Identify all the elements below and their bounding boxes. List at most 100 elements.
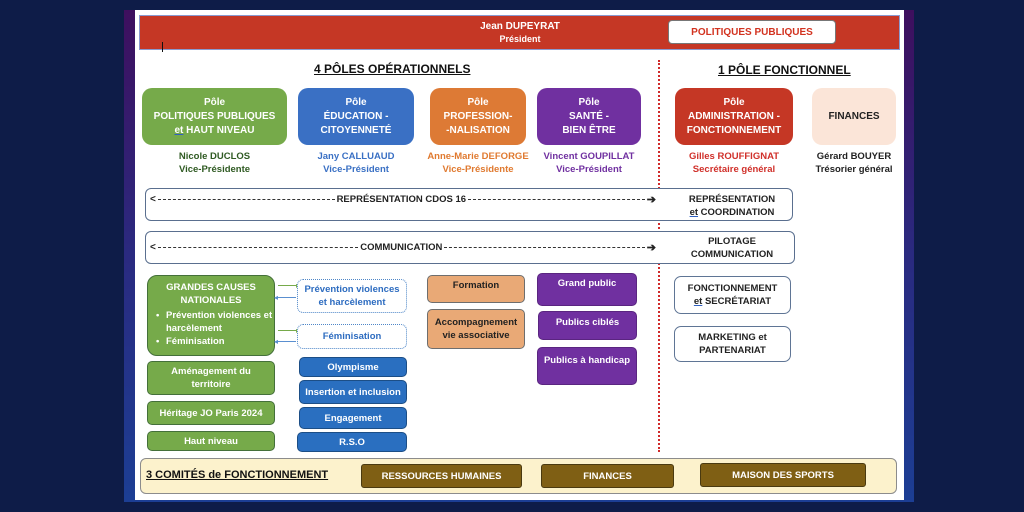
pole-person: Vincent GOUPILLAT Vice-Président: [530, 150, 648, 176]
linked-label: et harcèlement: [318, 297, 386, 308]
heritage-jo-paris-2024[interactable]: Héritage JO Paris 2024: [147, 401, 275, 425]
dash-line: [468, 199, 645, 200]
person-role: Trésorier général: [815, 164, 893, 175]
arrow-left-icon: ◂: [274, 294, 296, 302]
band-right-line: PILOTAGE: [708, 236, 756, 247]
gc-bullet-list: Prévention violences et harcèlement Fémi…: [148, 309, 274, 348]
engagement[interactable]: Engagement: [299, 407, 407, 429]
accompagnement-vie-associative[interactable]: Accompagnement vie associative: [427, 309, 525, 349]
fonctionnement-secretariat[interactable]: FONCTIONNEMENT et SECRÉTARIAT: [674, 276, 791, 314]
operational-poles-title: 4 PÔLES OPÉRATIONNELS: [314, 62, 471, 76]
pole-education-citoyennete[interactable]: Pôle ÉDUCATION - CITOYENNETÉ: [298, 88, 414, 145]
pole-label: Pôle: [345, 96, 367, 108]
person-role: Vice-Présidente: [178, 164, 251, 175]
band-right-line: REPRÉSENTATION: [688, 194, 776, 205]
pole-finances[interactable]: FINANCES: [812, 88, 896, 145]
person-name: Jany CALLUAUD: [317, 151, 395, 162]
president-role: Président: [499, 34, 541, 44]
committee-finances[interactable]: FINANCES: [541, 464, 674, 488]
communication-label: COMMUNICATION: [360, 242, 443, 253]
arrow-right-icon: ➔: [646, 242, 656, 254]
band-right-line: COORDINATION: [698, 207, 775, 218]
pole-name: FINANCES: [828, 110, 880, 122]
pole-professionnalisation[interactable]: Pôle PROFESSION- -NALISATION: [430, 88, 526, 145]
pole-sante-bien-etre[interactable]: Pôle SANTÉ - BIEN ÊTRE: [537, 88, 641, 145]
pole-label: Pôle: [203, 96, 226, 108]
grand-public[interactable]: Grand public: [537, 273, 637, 306]
president-name: Jean DUPEYRAT: [480, 21, 560, 32]
linked-label: Prévention violences: [304, 284, 400, 295]
feminisation-box[interactable]: Féminisation: [297, 324, 407, 349]
person-name: Gérard BOUYER: [816, 151, 892, 162]
pole-label: Pôle: [467, 96, 489, 108]
haut-niveau[interactable]: Haut niveau: [147, 431, 275, 451]
arrow-left-icon: <: [150, 194, 156, 205]
marketing-partenariat[interactable]: MARKETING et PARTENARIAT: [674, 326, 791, 362]
pole-label: Pôle: [578, 96, 600, 108]
functional-pole-title: 1 PÔLE FONCTIONNEL: [718, 63, 851, 77]
dash-line: [157, 247, 359, 248]
arrow-right-icon: ▸: [278, 327, 300, 335]
arrow-head: ◂: [274, 293, 279, 302]
communication-line: < COMMUNICATION ➔: [150, 241, 656, 254]
pole-label: Pôle: [723, 96, 745, 108]
gc-bullet: Prévention violences et harcèlement: [156, 309, 274, 335]
admin-label: MARKETING et: [698, 332, 767, 343]
arrow-left-icon: ◂: [274, 338, 296, 346]
pole-name: FONCTIONNEMENT: [686, 124, 782, 136]
band-right-prefix: et: [689, 207, 699, 218]
dash-line: [157, 199, 335, 200]
prevention-violences-box[interactable]: Prévention violences et harcèlement: [297, 279, 407, 313]
arrow-right-icon: ▸: [278, 282, 300, 290]
committee-ressources-humaines[interactable]: RESSOURCES HUMAINES: [361, 464, 522, 488]
text-cursor: [162, 42, 163, 52]
person-name: Gilles ROUFFIGNAT: [688, 151, 780, 162]
committees-title: 3 COMITÉS de FONCTIONNEMENT: [146, 469, 329, 481]
person-name: Nicole DUCLOS: [178, 151, 251, 162]
representation-label: REPRÉSENTATION CDOS 16: [336, 194, 467, 205]
representation-coordination: REPRÉSENTATION et COORDINATION: [673, 193, 791, 219]
dash-line: [444, 247, 645, 248]
arrow-head: ◂: [274, 337, 279, 346]
pole-name: ÉDUCATION -: [323, 110, 389, 122]
formation[interactable]: Formation: [427, 275, 525, 303]
gc-bullet: Féminisation: [156, 335, 274, 348]
person-role: Vice-Président: [323, 164, 389, 175]
arrow-right-icon: ➔: [646, 194, 656, 206]
amenagement-territoire[interactable]: Aménagement du territoire: [147, 361, 275, 395]
publics-cibles[interactable]: Publics ciblés: [538, 311, 637, 340]
pole-politiques-publiques[interactable]: Pôle POLITIQUES PUBLIQUES et HAUT NIVEAU: [142, 88, 287, 145]
representation-band: [145, 188, 793, 221]
publics-handicap[interactable]: Publics à handicap: [537, 347, 637, 385]
person-name: Anne-Marie DEFORGE: [427, 151, 529, 162]
pole-name: CITOYENNETÉ: [320, 124, 392, 136]
person-name: Vincent GOUPILLAT: [543, 151, 635, 162]
gc-title: GRANDES CAUSES: [166, 282, 256, 293]
pilotage-communication: PILOTAGE COMMUNICATION: [673, 235, 791, 261]
admin-label-prefix: et: [693, 296, 703, 307]
rso[interactable]: R.S.O: [297, 432, 407, 452]
committee-maison-des-sports[interactable]: MAISON DES SPORTS: [700, 463, 866, 487]
pole-person: Jany CALLUAUD Vice-Président: [290, 150, 422, 176]
olympisme[interactable]: Olympisme: [299, 357, 407, 377]
arrow-left-icon: <: [150, 242, 156, 253]
person-role: Vice-Présidente: [442, 164, 514, 175]
politiques-publiques-button[interactable]: POLITIQUES PUBLIQUES: [668, 20, 836, 44]
pole-name-prefix: et: [174, 124, 184, 136]
pole-name: BIEN ÊTRE: [562, 124, 616, 136]
insertion-inclusion[interactable]: Insertion et inclusion: [299, 380, 407, 404]
pole-name: POLITIQUES PUBLIQUES: [153, 110, 276, 122]
pole-administration-fonctionnement[interactable]: Pôle ADMINISTRATION - FONCTIONNEMENT: [675, 88, 793, 145]
person-role: Secrétaire général: [692, 164, 776, 175]
grandes-causes-nationales[interactable]: GRANDES CAUSES NATIONALES Prévention vio…: [147, 275, 275, 356]
pole-name: HAUT NIVEAU: [183, 124, 255, 136]
admin-label: PARTENARIAT: [699, 345, 766, 356]
pole-person: Anne-Marie DEFORGE Vice-Présidente: [420, 150, 536, 176]
admin-label: FONCTIONNEMENT: [687, 283, 778, 294]
band-right-line: COMMUNICATION: [690, 249, 774, 260]
admin-label: SECRÉTARIAT: [702, 296, 772, 307]
representation-line: < REPRÉSENTATION CDOS 16 ➔: [150, 193, 656, 206]
pole-name: -NALISATION: [446, 124, 510, 136]
pole-person: Gérard BOUYER Trésorier général: [806, 150, 902, 176]
pole-person: Nicole DUCLOS Vice-Présidente: [142, 150, 287, 176]
